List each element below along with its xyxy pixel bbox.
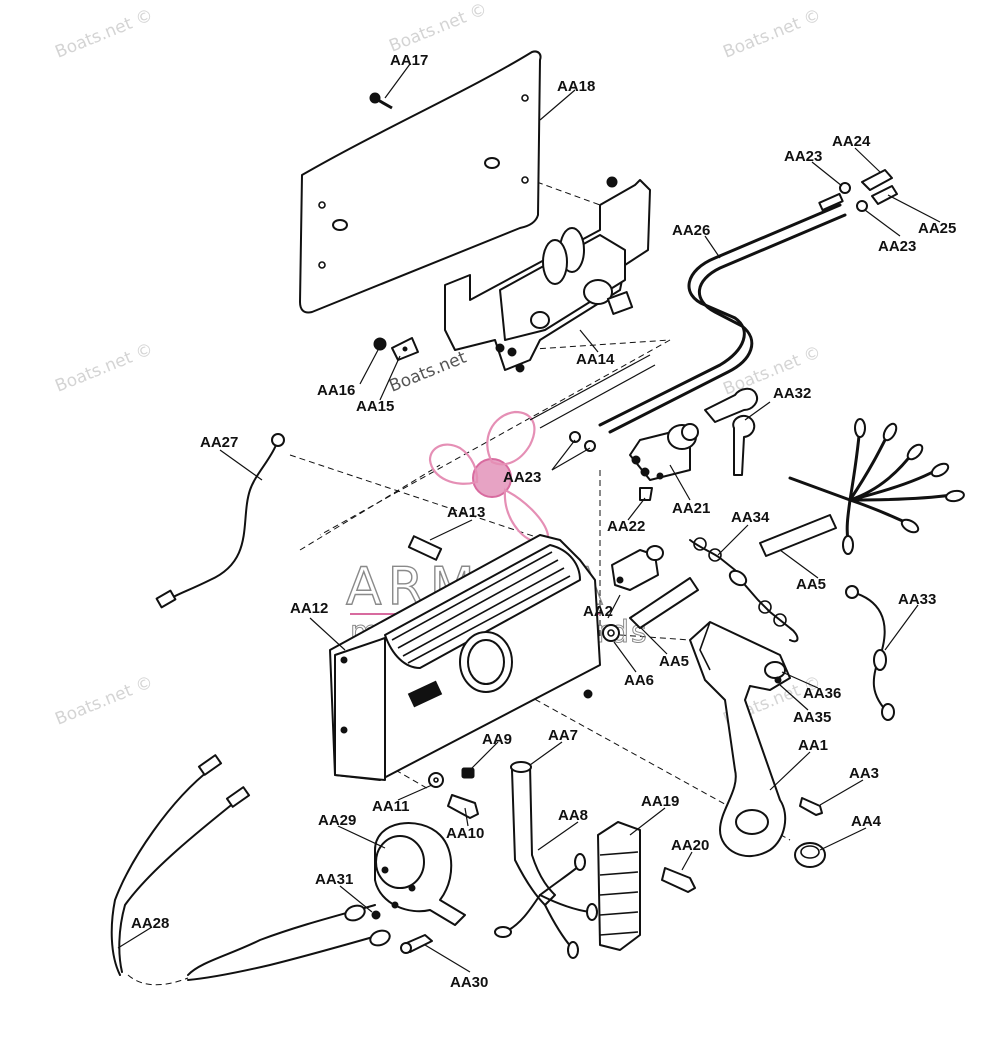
clip-part <box>373 337 419 361</box>
choke-switch <box>611 545 664 591</box>
part-label: AA31 <box>315 871 353 888</box>
part-label: AA13 <box>447 504 485 521</box>
battery-wires <box>110 754 391 986</box>
part-label: AA34 <box>731 509 770 526</box>
neutral-tube <box>494 761 598 959</box>
part-label: AA14 <box>576 351 615 368</box>
part-label: AA35 <box>793 709 831 726</box>
leader-lines <box>117 63 941 973</box>
control-handle <box>689 621 791 857</box>
terminal-block <box>597 821 641 951</box>
part-label: AA28 <box>131 915 169 932</box>
part-label: AA1 <box>798 737 828 754</box>
part-label: AA9 <box>482 731 512 748</box>
watermark: Boats.net © <box>386 0 490 57</box>
watermark: Boats.net © <box>52 672 156 729</box>
screw-icon <box>400 934 433 954</box>
fastener-parts <box>428 689 593 819</box>
sleeve-part <box>629 514 837 629</box>
part-label: AA4 <box>851 813 882 830</box>
part-label: AA19 <box>641 793 679 810</box>
control-box <box>329 534 601 781</box>
control-cables <box>529 192 847 434</box>
part-label: AA22 <box>607 518 645 535</box>
part-label: AA23 <box>878 238 916 255</box>
cover-plate <box>299 50 542 314</box>
part-label: AA11 <box>372 798 410 815</box>
part-label: AA23 <box>503 469 541 486</box>
part-label: AA21 <box>672 500 710 517</box>
part-label: AA30 <box>450 974 488 991</box>
part-label: AA20 <box>671 837 709 854</box>
ground-wire <box>155 433 285 609</box>
part-label: AA6 <box>624 672 654 689</box>
part-label: AA32 <box>773 385 811 402</box>
watermark: Boats.net © <box>720 5 824 62</box>
part-label: AA8 <box>558 807 588 824</box>
part-label: AA25 <box>918 220 956 237</box>
part-label: AA23 <box>784 148 822 165</box>
screw-icon <box>369 92 393 110</box>
ignition-switch <box>629 423 699 501</box>
part-label: AA16 <box>317 382 355 399</box>
cable-fittings <box>569 169 898 452</box>
watermark: Boats.net © <box>52 5 156 62</box>
part-label: AA2 <box>583 603 613 620</box>
handle-cap <box>794 797 826 868</box>
part-label: AA10 <box>446 825 484 842</box>
part-label: AA7 <box>548 727 578 744</box>
key-icon <box>704 387 758 476</box>
part-label: AA15 <box>356 398 394 415</box>
part-label: AA33 <box>898 591 936 608</box>
part-label: AA18 <box>557 78 595 95</box>
watermark: Boats.net © <box>52 339 156 396</box>
screw-icon <box>661 867 696 893</box>
part-label: AA17 <box>390 52 428 69</box>
throttle-mechanism <box>444 176 651 373</box>
wire-harness <box>788 418 965 555</box>
lanyard-lead <box>845 585 895 721</box>
part-labels: AA17 AA18 AA24 AA23 AA26 AA25 AA23 AA16 … <box>131 52 956 991</box>
part-label: AA29 <box>318 812 356 829</box>
nut-part <box>602 624 620 642</box>
part-label: AA27 <box>200 434 238 451</box>
part-label: AA26 <box>672 222 710 239</box>
lanyard-chain <box>689 537 799 643</box>
part-label: AA5 <box>659 653 689 670</box>
part-label: AA3 <box>849 765 879 782</box>
part-label: AA12 <box>290 600 328 617</box>
assembly-lines <box>289 164 791 841</box>
warning-horn <box>374 822 466 926</box>
part-label: AA5 <box>796 576 826 593</box>
part-label: AA36 <box>803 685 841 702</box>
part-label: AA24 <box>832 133 871 150</box>
